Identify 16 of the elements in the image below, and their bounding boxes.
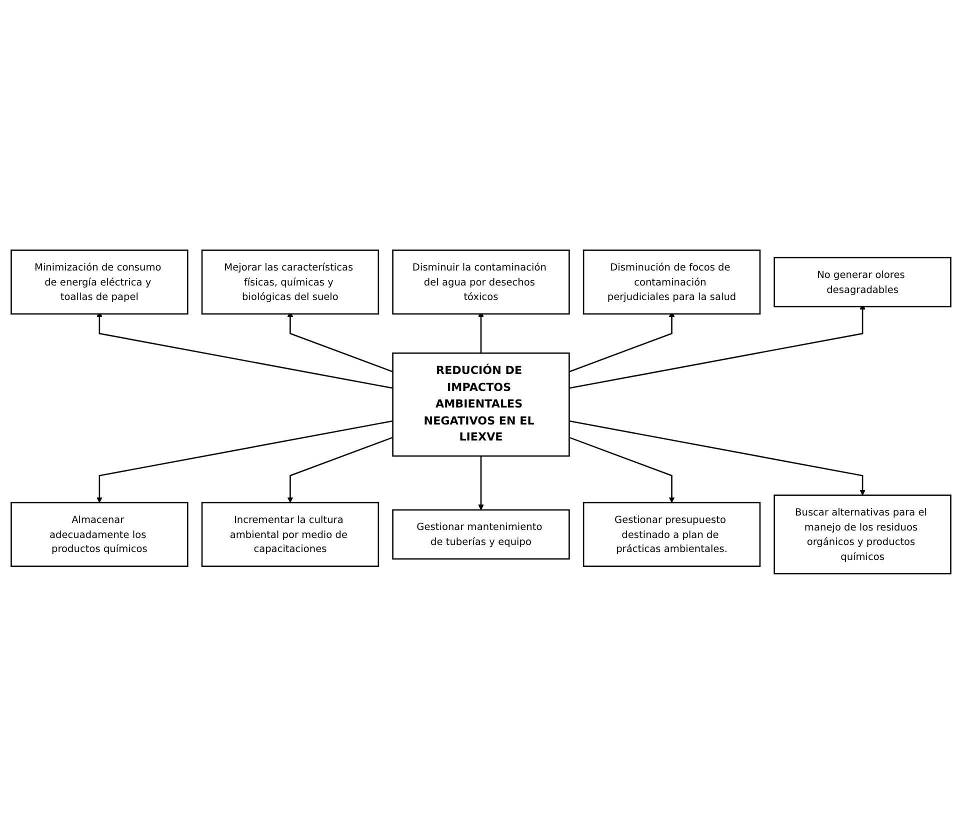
arrow xyxy=(569,420,866,496)
process-box: Disminución de focos de contaminación perjudiciales para la salud xyxy=(582,250,761,315)
process-box: No generar olores desagradables xyxy=(774,256,952,308)
process-box: Almacenar adecuadamente los productos químicos xyxy=(10,502,188,567)
arrow xyxy=(287,436,394,503)
process-box: Minimización de consumo de energía eléctrica y toallas de papel xyxy=(10,250,188,315)
process-box: Gestionar presupuesto destinado a plan de prácticas ambientales. xyxy=(582,502,761,567)
arrow xyxy=(96,420,393,503)
process-box: Mejorar las características físicas, químicas y biológicas del suelo xyxy=(201,250,380,315)
process-box: Incrementar la cultura ambiental por medio de capacitaciones xyxy=(201,502,380,567)
process-box: Disminuir la contaminación del agua por desechos tóxicos xyxy=(392,250,570,315)
process-box: Buscar alternativas para el manejo de los residuos orgánicos y productos químicos xyxy=(774,494,952,574)
arrow xyxy=(568,436,675,503)
arrow xyxy=(478,456,484,510)
central-goal-box: REDUCIÓN DE IMPACTOS AMBIENTALES NEGATIVOS EN EL LIEXVE xyxy=(392,352,570,457)
process-box: Gestionar mantenimiento de tuberías y equipo xyxy=(392,509,570,560)
